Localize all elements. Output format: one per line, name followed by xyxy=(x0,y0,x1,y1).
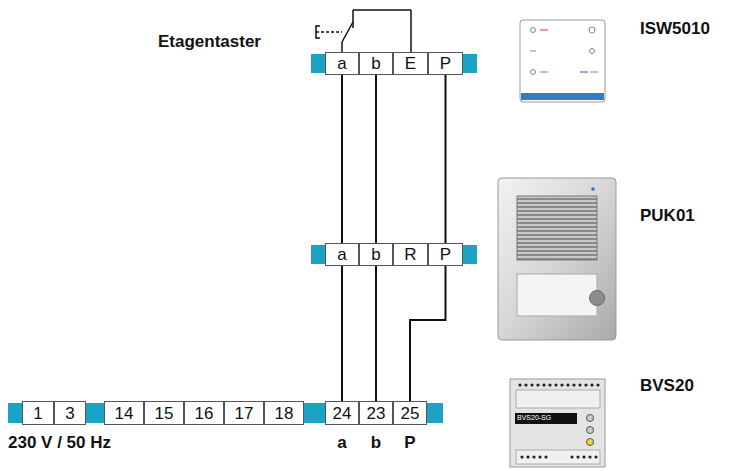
wire xyxy=(375,75,377,243)
terminal-label: a xyxy=(337,246,346,263)
terminal-label: b xyxy=(371,55,380,72)
terminal: 18 xyxy=(264,401,304,425)
wire xyxy=(341,75,343,243)
door-station xyxy=(498,178,616,340)
terminal: 16 xyxy=(184,401,224,425)
signal-name: b xyxy=(371,434,381,451)
signal-name: P xyxy=(404,434,415,451)
terminal-label: R xyxy=(404,246,416,263)
device-print: BVS20-SG xyxy=(517,414,551,421)
device-name: ISW5010 xyxy=(640,20,710,37)
power-supply xyxy=(510,379,605,467)
terminal: 25 xyxy=(393,401,427,425)
device-name: BVS20 xyxy=(640,377,694,394)
terminal: 14 xyxy=(104,401,144,425)
terminal: a xyxy=(325,52,359,75)
terminal-label: 16 xyxy=(195,405,214,422)
terminal-label: 18 xyxy=(275,405,294,422)
signal-name: a xyxy=(337,434,346,451)
terminal-label: 14 xyxy=(115,405,134,422)
switch-symbol xyxy=(316,10,411,53)
terminal-label: 3 xyxy=(65,405,74,422)
terminal-label: 24 xyxy=(333,405,352,422)
wire xyxy=(375,266,377,401)
terminal-label: a xyxy=(337,55,346,72)
terminal: 23 xyxy=(359,401,393,425)
terminal: 15 xyxy=(144,401,184,425)
indoor-station xyxy=(520,20,605,102)
terminal: P xyxy=(428,243,463,266)
terminal-label: E xyxy=(405,55,416,72)
wire xyxy=(445,75,447,243)
terminal-caps xyxy=(8,54,477,423)
terminal: 3 xyxy=(54,401,86,425)
terminal: 24 xyxy=(325,401,359,425)
terminal: a xyxy=(325,243,359,266)
terminal: E xyxy=(393,52,428,75)
switch-label: Etagentaster xyxy=(158,33,261,50)
terminal: 17 xyxy=(224,401,264,425)
wire xyxy=(410,266,446,401)
terminal: R xyxy=(393,243,428,266)
terminal-label: 1 xyxy=(33,405,42,422)
terminal-label: 25 xyxy=(401,405,420,422)
terminal-label: P xyxy=(440,246,451,263)
terminal-label: 17 xyxy=(235,405,254,422)
terminal: b xyxy=(359,243,393,266)
signal-name: 230 V / 50 Hz xyxy=(8,434,111,451)
terminal-label: b xyxy=(371,246,380,263)
terminal: 1 xyxy=(22,401,54,425)
terminal-label: P xyxy=(440,55,451,72)
wire xyxy=(341,266,343,401)
terminal-label: 15 xyxy=(155,405,174,422)
device-name: PUK01 xyxy=(640,207,695,224)
terminal-label: 23 xyxy=(367,405,386,422)
terminal: P xyxy=(428,52,463,75)
terminal: b xyxy=(359,52,393,75)
